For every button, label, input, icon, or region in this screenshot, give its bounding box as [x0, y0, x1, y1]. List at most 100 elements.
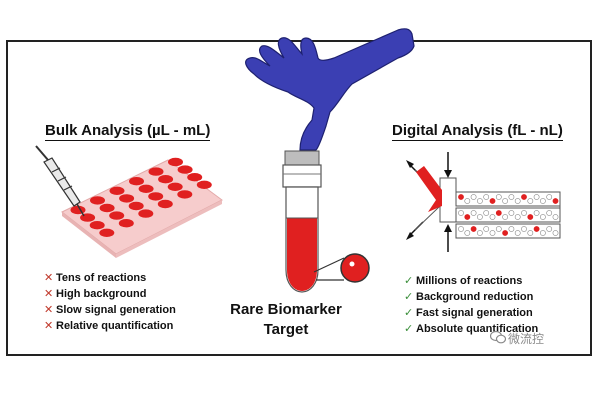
droplet	[521, 210, 527, 216]
pipette-icon	[35, 145, 85, 217]
droplet	[476, 198, 483, 204]
droplet	[476, 214, 483, 220]
droplet	[527, 230, 534, 236]
droplet	[508, 210, 515, 216]
droplet	[508, 194, 515, 200]
check-icon: ✓	[404, 323, 414, 335]
well	[89, 221, 105, 230]
well	[196, 180, 212, 189]
well	[129, 177, 144, 186]
droplet	[458, 210, 464, 216]
list-item: ✕Relative quantification	[44, 320, 174, 332]
droplet	[464, 214, 471, 220]
well	[99, 203, 115, 213]
droplet	[552, 230, 559, 236]
droplet	[540, 230, 546, 236]
well	[187, 173, 203, 182]
cross-icon: ✕	[44, 272, 54, 284]
droplet	[495, 194, 502, 200]
bulk-analysis-heading: Bulk Analysis (µL - mL)	[45, 122, 211, 141]
well	[148, 167, 164, 176]
cross-icon: ✕	[44, 288, 54, 300]
well	[109, 211, 125, 220]
droplet	[514, 230, 521, 236]
droplet	[552, 214, 559, 220]
bulk-drawbacks-list: ✕Tens of reactions ✕High background ✕Slo…	[44, 270, 176, 334]
list-item: ✓Background reduction	[404, 291, 534, 303]
droplet	[527, 214, 534, 220]
droplet	[533, 226, 540, 232]
well	[168, 157, 183, 167]
droplet	[489, 230, 496, 236]
droplet	[470, 210, 477, 216]
droplet	[470, 226, 477, 232]
watermark-text: 微流控	[508, 332, 545, 346]
cross-icon: ✕	[44, 320, 54, 332]
droplet	[521, 226, 527, 232]
well	[109, 186, 125, 195]
well	[138, 209, 154, 218]
droplet	[521, 194, 527, 200]
digital-analysis-heading: Digital Analysis (fL - nL)	[392, 122, 563, 141]
droplet	[533, 194, 540, 200]
droplet	[476, 230, 483, 236]
well	[80, 213, 96, 222]
droplet	[514, 198, 521, 204]
list-item: ✓Millions of reactions	[404, 275, 523, 287]
list-item: ✓Fast signal generation	[404, 307, 533, 319]
test-tube-icon	[282, 150, 322, 293]
droplet	[464, 198, 471, 204]
well	[177, 165, 193, 174]
droplet	[552, 198, 559, 204]
rare-biomarker-label: Rare Biomarker Target	[230, 301, 342, 338]
list-item: ✕Tens of reactions	[44, 272, 147, 284]
droplet	[514, 214, 521, 220]
list-item: ✕High background	[44, 288, 147, 300]
droplet	[546, 210, 553, 216]
well	[90, 196, 105, 205]
digital-benefits-list: ✓Millions of reactions ✓Background reduc…	[404, 273, 538, 337]
droplet	[458, 226, 464, 232]
well	[177, 190, 193, 199]
well	[157, 199, 173, 209]
droplet	[489, 214, 496, 220]
well-plate	[61, 157, 223, 258]
check-icon: ✓	[404, 307, 414, 319]
droplet	[527, 198, 534, 204]
droplet	[546, 226, 553, 232]
well	[99, 228, 115, 237]
droplet	[540, 198, 546, 204]
well	[148, 192, 164, 201]
droplet	[489, 198, 496, 204]
glove-icon	[245, 28, 415, 151]
droplet	[483, 194, 490, 200]
droplet	[470, 194, 477, 200]
cross-icon: ✕	[44, 304, 54, 316]
check-icon: ✓	[404, 291, 414, 303]
droplet	[546, 194, 553, 200]
droplet	[502, 230, 508, 236]
well	[118, 219, 134, 228]
droplet	[540, 214, 546, 220]
list-item: ✕Slow signal generation	[44, 304, 176, 316]
magnified-droplet	[313, 253, 370, 283]
wechat-icon	[490, 330, 506, 344]
well	[167, 182, 183, 191]
droplet	[508, 226, 515, 232]
check-icon: ✓	[404, 275, 414, 287]
well	[128, 201, 144, 211]
microfluidic-chip	[406, 152, 561, 252]
list-item: ✓Absolute quantification	[404, 323, 539, 335]
droplet	[495, 210, 502, 216]
well	[138, 184, 154, 193]
droplet	[502, 214, 508, 220]
droplet	[483, 210, 490, 216]
droplet	[458, 194, 464, 200]
droplet	[495, 226, 502, 232]
well	[119, 194, 135, 203]
droplet	[464, 230, 471, 236]
droplet	[533, 210, 540, 216]
droplet	[483, 226, 490, 232]
well	[158, 175, 174, 184]
